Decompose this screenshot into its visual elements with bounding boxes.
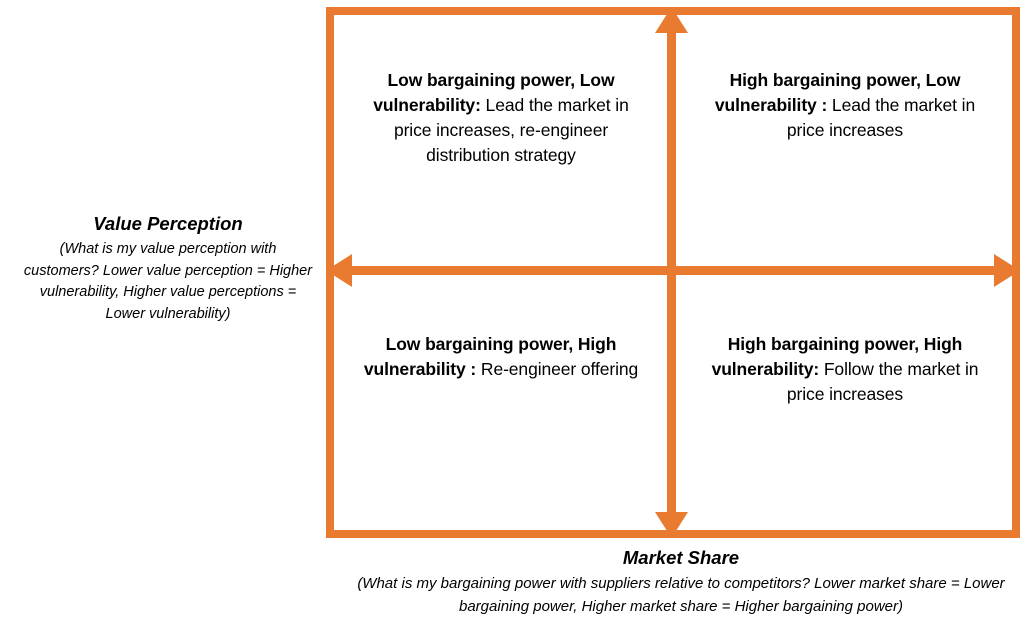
y-axis-title: Value Perception	[93, 213, 243, 234]
quadrant-bottom-right: High bargaining power, High vulnerabilit…	[700, 332, 990, 407]
quadrant-top-left-lead: Low bargaining power, Low vulnerability:	[373, 70, 615, 115]
quadrant-bottom-left: Low bargaining power, High vulnerability…	[356, 332, 646, 382]
quadrant-bottom-right-detail: Follow the market in price increases	[786, 358, 979, 404]
quadrant-bottom-left-lead: Low bargaining power, High vulnerability…	[363, 334, 617, 379]
quadrant-bottom-right-lead: High bargaining power, High vulnerabilit…	[711, 334, 963, 379]
quadrant-top-left-detail: Lead the market in price increases, re-e…	[393, 94, 629, 165]
x-axis-title: Market Share	[622, 547, 740, 568]
x-axis-description: (What is my bargaining power with suppli…	[357, 574, 1005, 615]
x-axis-label-group: Market Share (What is my bargaining powe…	[336, 546, 1026, 619]
y-axis-description: (What is my value perception with custom…	[23, 240, 313, 323]
quadrant-bottom-left-detail: Re-engineer offering	[476, 358, 639, 379]
quadrant-top-right: High bargaining power, Low vulnerability…	[700, 68, 990, 143]
quadrant-top-right-detail: Lead the market in price increases	[786, 94, 976, 140]
y-axis-label-group: Value Perception (What is my value perce…	[22, 212, 314, 326]
quadrant-top-left: Low bargaining power, Low vulnerability:…	[356, 68, 646, 167]
quadrant-top-right-lead: High bargaining power, Low vulnerability…	[714, 70, 961, 115]
